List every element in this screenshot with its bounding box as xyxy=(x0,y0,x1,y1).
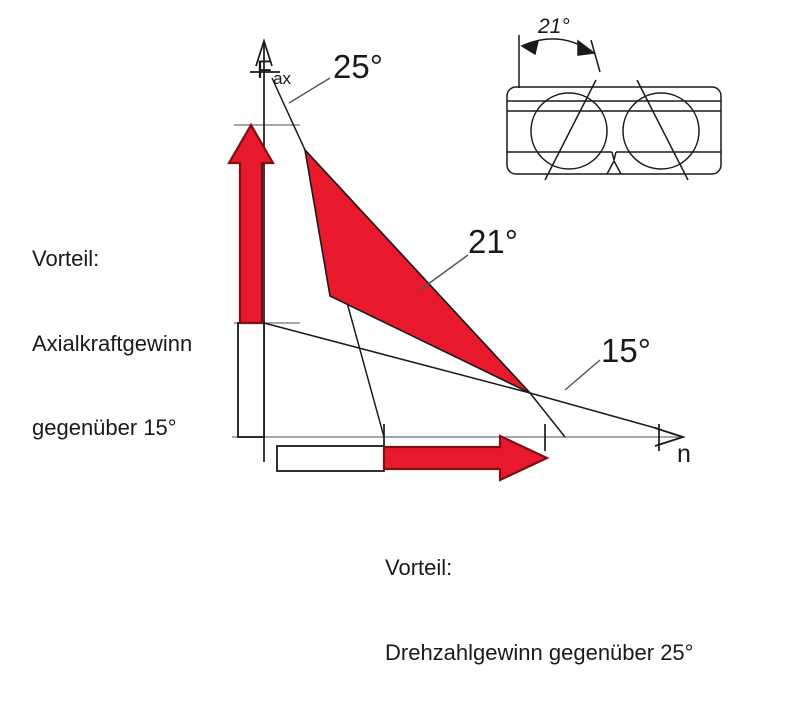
speed-base-bar xyxy=(276,445,385,472)
axial-gain-arrow xyxy=(227,122,275,325)
annotation-axial-gain-line3: gegenüber 15° xyxy=(32,415,177,441)
bearing-ball-right xyxy=(622,92,700,170)
figure-canvas: Fax n 25° 21° 15° Vorteil: Axialkraftgew… xyxy=(32,15,722,665)
bearing-arc-arrowhead-right xyxy=(577,39,596,56)
diagram-svg xyxy=(227,35,722,482)
bearing-arc-arrowhead-left xyxy=(520,39,540,56)
bearing-contact-extension xyxy=(590,39,601,73)
angle-label-15: 15° xyxy=(601,332,651,369)
speed-gain-arrow xyxy=(382,434,550,482)
annotation-axial-gain-line1: Vorteil: xyxy=(32,246,100,272)
leader-21deg xyxy=(419,254,469,291)
annotation-axial-gain-line2: Axialkraftgewinn xyxy=(32,330,193,356)
x-axis-arrowhead xyxy=(654,427,686,447)
annotation-speed-gain-line1: Vorteil: xyxy=(385,555,453,581)
y-axis-label: Fax xyxy=(229,22,292,118)
guide-lines xyxy=(232,124,680,438)
leader-15deg xyxy=(564,359,601,391)
angle-label-21: 21° xyxy=(468,223,518,260)
leader-25deg xyxy=(288,77,331,104)
bearing-inner-ring-split xyxy=(611,151,617,161)
speed-gain-arrow-group xyxy=(276,434,550,482)
y-axis-label-main: F xyxy=(256,56,273,84)
bearing-ball-left xyxy=(530,92,608,170)
annotation-speed-gain: Vorteil: Drehzahlgewinn gegenüber 25° xyxy=(385,498,693,723)
bearing-inner-ring-split-notch xyxy=(606,159,622,175)
x-axis-label: n xyxy=(677,440,691,468)
leader-lines xyxy=(288,77,601,391)
bearing-angle-label: 21° xyxy=(538,15,570,38)
bearing-detail-drawing xyxy=(506,35,722,181)
contact-angle-line-left xyxy=(544,79,597,181)
red-advantage-region xyxy=(303,147,531,394)
axial-gain-arrow-group xyxy=(227,122,275,438)
angle-label-25: 25° xyxy=(333,48,383,85)
axial-base-bar xyxy=(237,322,265,438)
bearing-outer-contour xyxy=(506,86,722,175)
annotation-axial-gain: Vorteil: Axialkraftgewinn gegenüber 15° xyxy=(32,189,192,499)
y-axis-arrowhead xyxy=(255,38,273,67)
contact-angle-line-right xyxy=(636,79,689,181)
y-axis-label-subscript: ax xyxy=(273,69,292,88)
annotation-speed-gain-line2: Drehzahlgewinn gegenüber 25° xyxy=(385,639,694,665)
